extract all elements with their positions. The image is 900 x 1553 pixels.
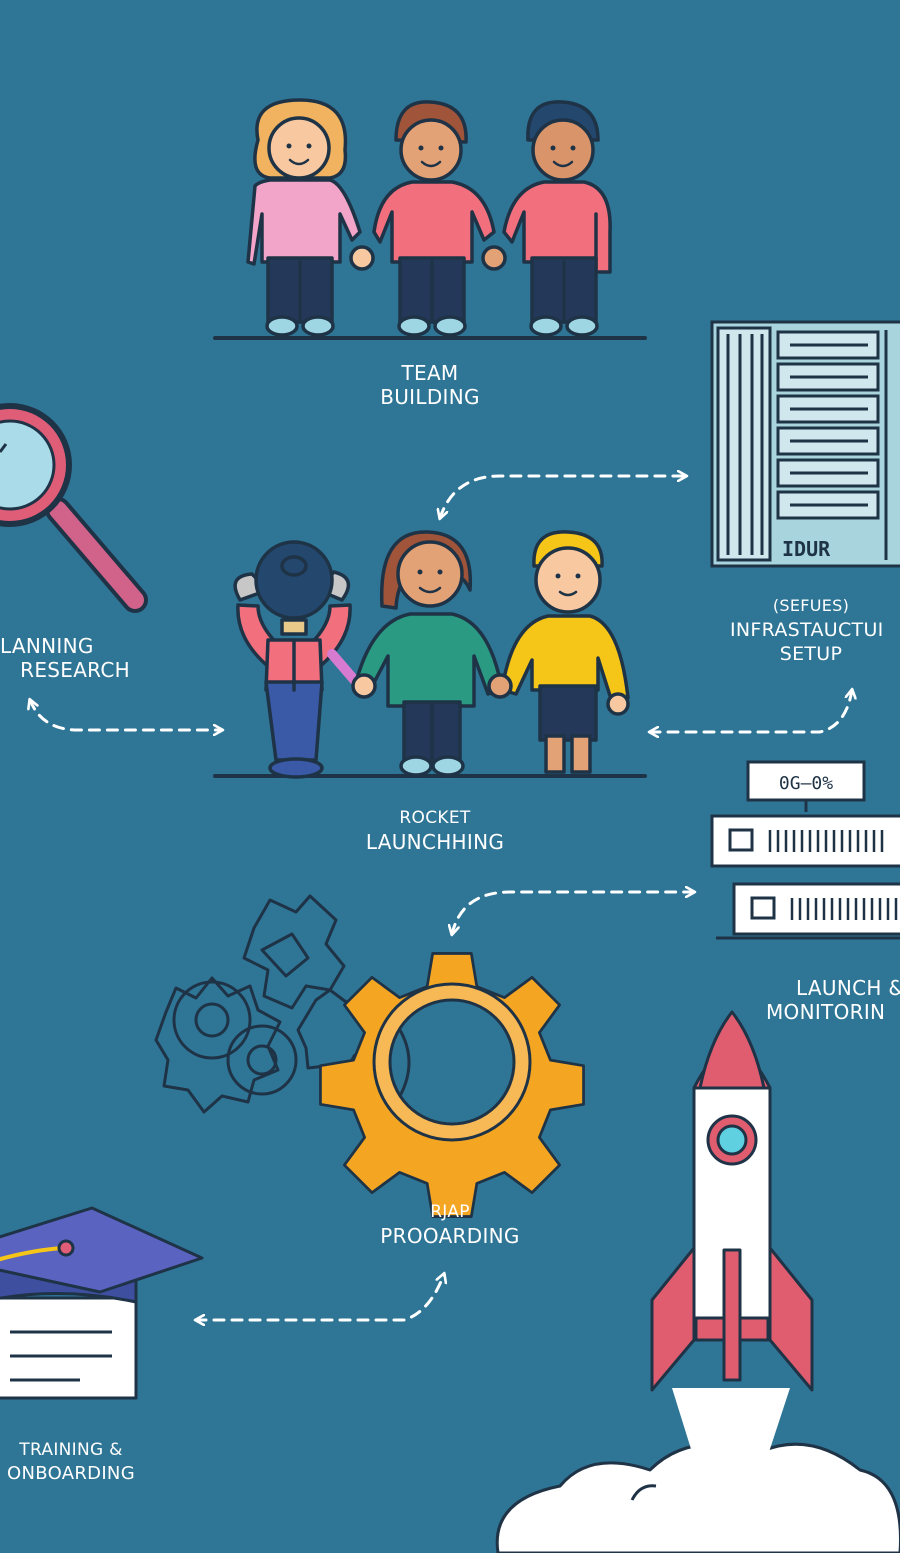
label-launch-monitoring: LAUNCH & MONITORIN	[766, 976, 900, 1024]
label-infrastructure-setup: (SEFUES) INFRASTAUCTUI SETUP	[722, 594, 900, 666]
arrow-team-to-infra	[650, 690, 852, 732]
onboarding-line-1: RJAP	[430, 1202, 470, 1222]
magnifier-icon	[0, 403, 148, 613]
server-label: IDUR	[782, 537, 831, 561]
infrastructure-line-2: INFRASTAUCTUI	[730, 619, 884, 641]
label-team-building: TEAM BUILDING	[330, 361, 530, 409]
planning-research-line-2: RESEARCH	[20, 658, 130, 682]
infrastructure-line-1: (SEFUES)	[772, 596, 850, 615]
team-hands-icon	[213, 530, 647, 779]
label-rocket-launching: ROCKET LAUNCHHING	[330, 806, 540, 854]
label-onboarding: RJAP PROOARDING	[350, 1200, 550, 1248]
label-training-onboarding: TRAINING & ONBOARDING	[0, 1438, 156, 1486]
training-line-1: TRAINING &	[19, 1440, 123, 1460]
launch-monitoring-line-1: LAUNCH &	[796, 976, 900, 1000]
arrow-training-to-onboarding	[196, 1274, 444, 1320]
rocket-launching-line-2: LAUNCHHING	[365, 830, 505, 854]
planning-research-line-1: LANNING	[0, 634, 94, 658]
gear-orange-icon	[319, 952, 585, 1218]
team-building-line-2: BUILDING	[380, 385, 480, 409]
infrastructure-line-3: SETUP	[779, 643, 843, 665]
arrow-team-to-server	[440, 476, 686, 518]
arrow-gears-to-monitor	[452, 892, 694, 934]
onboarding-line-2: PROOARDING	[380, 1224, 520, 1248]
connector-arrows	[30, 476, 852, 1320]
team-icon	[213, 98, 647, 340]
rocket-launching-line-1: ROCKET	[399, 808, 471, 828]
training-line-2: ONBOARDING	[7, 1463, 135, 1484]
rocket-icon	[495, 1010, 900, 1553]
label-planning-research: LANNING RESEARCH	[0, 634, 130, 682]
server-rack-icon	[710, 320, 900, 568]
arrow-research-to-team	[30, 700, 222, 730]
monitor-screen-text: 0G—0%	[779, 773, 833, 794]
launch-monitoring-line-2: MONITORIN	[766, 1000, 886, 1024]
team-building-line-1: TEAM	[401, 361, 459, 385]
graduation-cap-icon	[0, 1206, 204, 1400]
monitor-stack-icon	[710, 760, 900, 940]
